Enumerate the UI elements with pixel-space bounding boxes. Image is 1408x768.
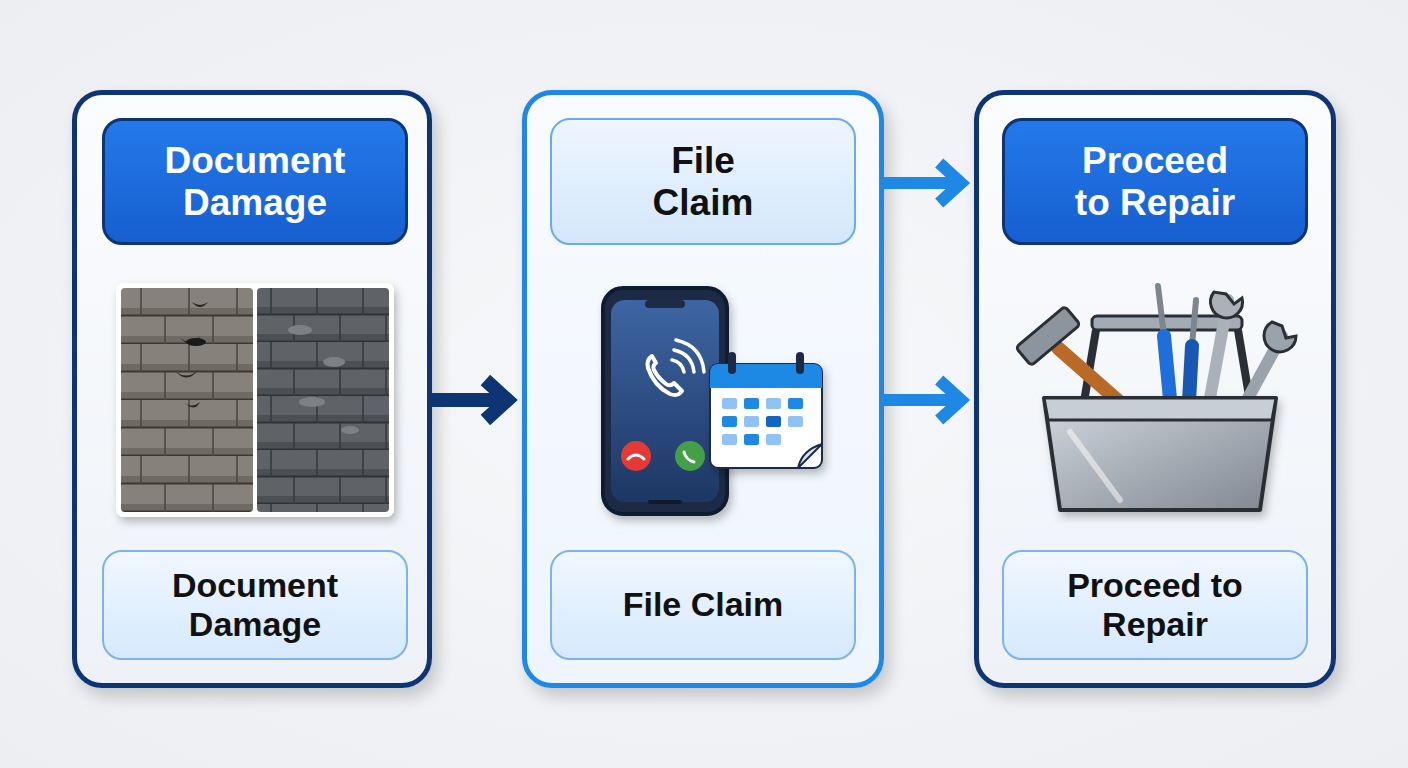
flow-arrow (884, 380, 961, 420)
calendar-cell (766, 416, 781, 427)
phone-body (603, 288, 727, 514)
calendar-cell (722, 398, 737, 409)
phone-notch (645, 300, 685, 308)
step-text: File Claim (628, 140, 778, 224)
handset-glyph (648, 356, 683, 395)
calendar-cell (744, 416, 759, 427)
text-stack: File Claim (623, 585, 784, 624)
calendar-cell (766, 434, 781, 445)
step-panel: Document DamageDocument Damage (72, 90, 432, 688)
text-stack: Proceed to Repair (1040, 566, 1270, 644)
calendar-cell (722, 416, 737, 427)
flow-arrow (432, 380, 507, 420)
toolbox-body (1044, 398, 1276, 510)
wrench-head (1211, 292, 1243, 318)
calendar-header (710, 364, 822, 388)
metal-shine (1070, 432, 1120, 500)
step-text: File Claim (623, 585, 784, 624)
step-text: Proceed to Repair (1063, 140, 1248, 224)
step-text: Document Damage (120, 140, 390, 224)
step-panel: File ClaimFile Claim (522, 90, 884, 688)
calendar-ring (796, 352, 804, 374)
phone-icon (603, 288, 727, 514)
screwdriver-shaft (1192, 300, 1196, 346)
calendar-cell (744, 398, 759, 409)
phone-screen (611, 300, 719, 502)
page-curl (798, 444, 822, 468)
text-stack: File Claim (628, 140, 778, 224)
hail-dent (176, 302, 208, 408)
calendar-icon (710, 352, 822, 468)
shingles-before (121, 288, 253, 512)
screwdriver-shaft (1158, 286, 1164, 336)
hammer-head (1016, 306, 1080, 366)
toolbox-handle (1092, 316, 1242, 330)
text-stack: Proceed to Repair (1063, 140, 1248, 224)
calendar-cell (766, 398, 781, 409)
arrow-shaft (884, 177, 957, 189)
arrow-head (939, 163, 961, 203)
step-text: Proceed to Repair (1040, 566, 1270, 644)
hail-dent (341, 426, 359, 434)
step-header: Proceed to Repair (1002, 118, 1308, 245)
wrench (1236, 336, 1282, 420)
signal-waves (672, 340, 704, 372)
hammer-head-shape (1016, 306, 1080, 366)
text-stack: Document Damage (120, 140, 390, 224)
hail-dent (288, 325, 312, 335)
wrench-head (1264, 322, 1296, 352)
toolbox-rim (1044, 398, 1276, 420)
accept-button (675, 441, 705, 471)
calendar-grid (722, 398, 803, 445)
arrow-head (939, 380, 961, 420)
flow-arrow (884, 163, 961, 203)
hail-dent (299, 397, 325, 407)
button-glyph (628, 455, 644, 459)
step-label: Proceed to Repair (1002, 550, 1308, 660)
roof-photo (116, 283, 394, 517)
calendar-cell (744, 434, 759, 445)
calendar-cell (788, 398, 803, 409)
home-bar (648, 500, 682, 504)
calendar-page (710, 364, 822, 468)
calendar-ring (728, 352, 736, 374)
button-glyph (684, 452, 694, 462)
photo-frame (116, 283, 394, 517)
arrow-shaft (884, 394, 957, 406)
arrow-shaft (432, 393, 503, 407)
hammer-handle (1058, 348, 1140, 420)
step-text: Document Damage (125, 566, 385, 644)
hail-dent (186, 338, 206, 346)
handle-support (1084, 330, 1250, 402)
shingles-after (257, 288, 389, 512)
step-header: Document Damage (102, 118, 408, 245)
calendar-cell (788, 416, 803, 427)
text-stack: Document Damage (125, 566, 385, 644)
screwdriver-handle (1188, 346, 1192, 420)
step-label: Document Damage (102, 550, 408, 660)
screwdriver-handle (1164, 336, 1172, 420)
calendar-cell (722, 434, 737, 445)
arrow-head (485, 380, 507, 420)
toolbox-icon (1016, 286, 1296, 510)
wrench (1206, 300, 1228, 420)
step-label: File Claim (550, 550, 856, 660)
step-panel: Proceed to RepairProceed to Repair (974, 90, 1336, 688)
step-header: File Claim (550, 118, 856, 245)
hail-dent (323, 357, 345, 367)
decline-button (621, 441, 651, 471)
